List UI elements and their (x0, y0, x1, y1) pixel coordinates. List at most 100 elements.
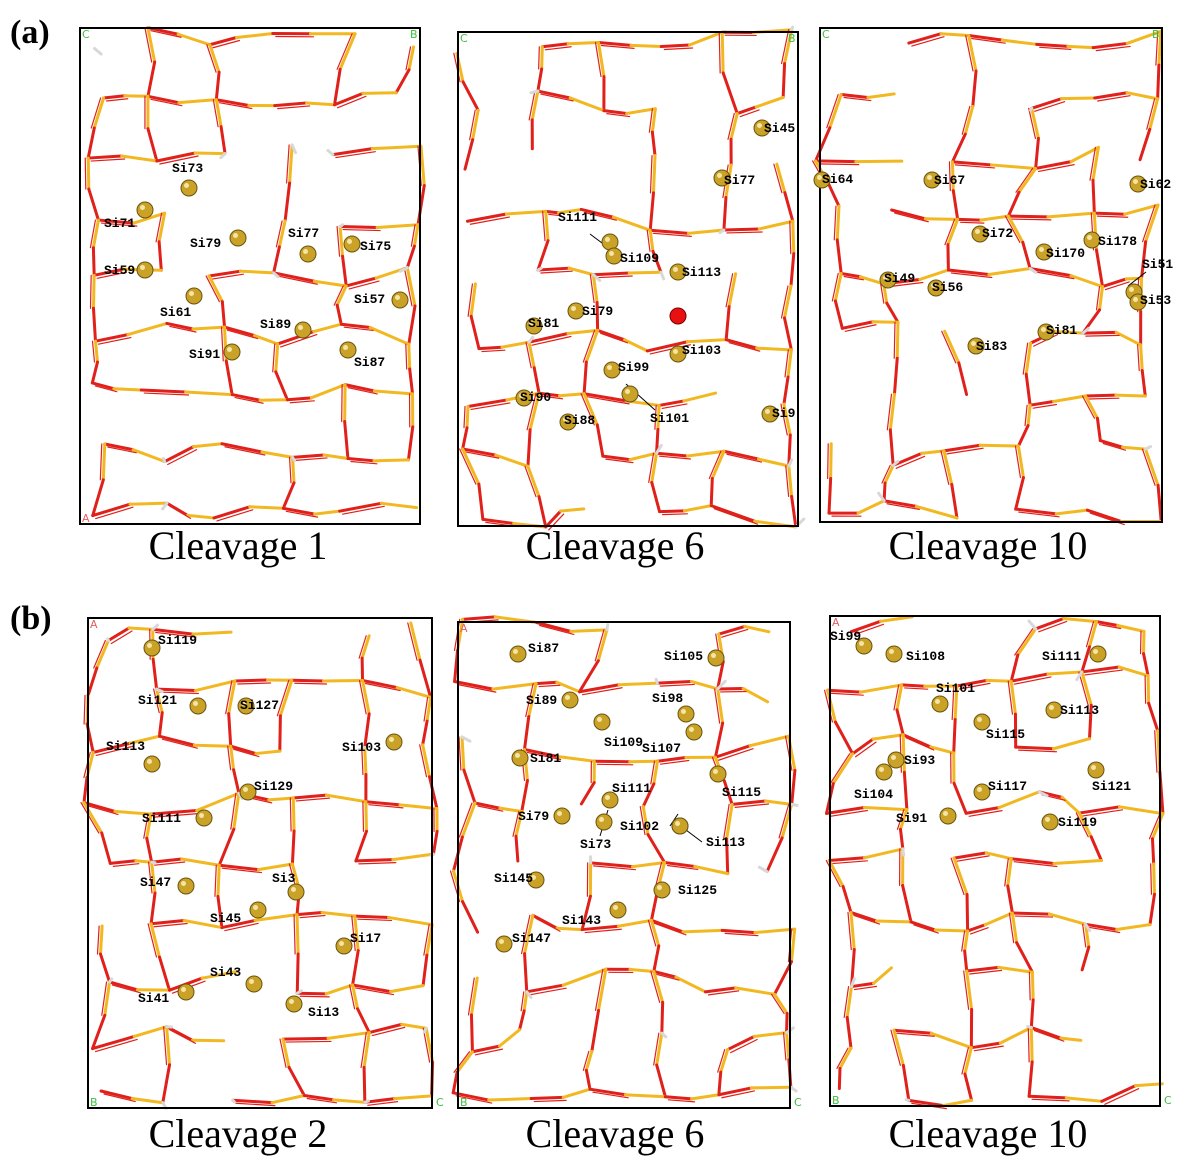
bond-line (146, 127, 159, 163)
bond-line (299, 914, 326, 919)
atom-highlight (1039, 247, 1044, 252)
bond-line (726, 231, 763, 234)
atom-highlight (241, 701, 246, 706)
bond-line (713, 721, 725, 759)
bond-line (1147, 701, 1160, 733)
bond-line (1084, 669, 1123, 676)
bond-line (856, 499, 886, 515)
bond-line (714, 688, 721, 724)
bond-line (782, 1032, 787, 1061)
silicon-atom (561, 691, 579, 709)
bond-line (913, 924, 939, 934)
bond-line (590, 1008, 601, 1053)
bond-line (1114, 330, 1143, 347)
bond-line (227, 679, 237, 716)
bond-line (341, 254, 348, 288)
bond-line (1146, 98, 1156, 130)
bond-line (1034, 101, 1066, 112)
bond-line (343, 420, 350, 460)
bond-network (80, 621, 439, 1110)
bond-line (1077, 811, 1093, 839)
bond-line (363, 1099, 370, 1104)
bond-line (1080, 945, 1091, 972)
bond-line (963, 949, 969, 973)
bond-line (654, 404, 657, 430)
bond-line (153, 688, 160, 714)
bond-line (791, 219, 796, 256)
bond-line (1026, 403, 1032, 428)
atom-label: Si90 (520, 390, 551, 405)
bond-line (688, 30, 724, 47)
bond-line (955, 678, 989, 688)
bond-line (217, 863, 260, 872)
bond-line (154, 861, 186, 866)
bond-line (283, 181, 292, 223)
bond-line (616, 918, 653, 928)
unit-cell-frame (87, 617, 433, 1109)
bond-line (91, 218, 100, 250)
bond-line (91, 741, 132, 754)
bond-line (422, 1026, 428, 1034)
bond-line (1046, 670, 1084, 676)
bond-line (893, 321, 896, 359)
bond-line (596, 763, 634, 766)
bond-line (835, 238, 843, 275)
bond-line (146, 94, 181, 105)
atom-label: Si101 (650, 411, 689, 426)
caption-b1: Cleavage 2 (148, 1111, 328, 1156)
bond-line (461, 900, 480, 934)
bond-line (555, 680, 582, 694)
bond-line (1017, 166, 1038, 194)
atom-label: Si109 (620, 251, 659, 266)
bond-line (1155, 30, 1159, 66)
atom-highlight (291, 887, 296, 892)
bond-line (661, 403, 688, 410)
bond-line (757, 219, 795, 231)
bond-line (741, 686, 770, 704)
bond-line (91, 340, 96, 363)
bond-line (182, 919, 224, 930)
bond-line (1081, 395, 1096, 419)
bond-line (594, 968, 604, 1011)
bond-line (730, 799, 768, 806)
bond-line (1014, 915, 1054, 918)
bond-line (840, 320, 875, 330)
silicon-atom (189, 697, 207, 715)
bond-line (339, 322, 372, 329)
bond-line (403, 267, 413, 307)
silicon-atom (385, 733, 403, 751)
bond-line (455, 1050, 474, 1074)
bond-line (1144, 675, 1147, 704)
atom-highlight (599, 817, 604, 822)
bond-line (658, 455, 692, 460)
bond-line (1143, 445, 1153, 451)
atom-label: Si115 (986, 727, 1025, 742)
bond-line (144, 27, 153, 63)
bond-line (238, 269, 276, 275)
bond-line (901, 733, 933, 749)
bond-line (126, 321, 169, 337)
bond-line (592, 759, 632, 764)
atom-label: Si147 (512, 931, 551, 946)
bond-line (773, 960, 793, 996)
bond-line (372, 458, 410, 463)
bond-line (1088, 926, 1121, 934)
silicon-atom (223, 343, 241, 361)
bond-line (782, 402, 792, 437)
bond-line (831, 272, 839, 302)
bond-network (824, 615, 1165, 1110)
atom-label: Si57 (354, 292, 385, 307)
bond-line (1089, 835, 1103, 862)
bond-line (1047, 912, 1088, 926)
bond-line (717, 748, 754, 761)
atom-label: Si75 (360, 239, 391, 254)
silicon-atom (931, 695, 949, 713)
bond-line (1024, 372, 1032, 407)
bond-line (722, 195, 728, 232)
bond-line (729, 112, 739, 141)
bond-line (161, 501, 169, 511)
bond-line (469, 314, 481, 351)
bond-line (407, 622, 418, 661)
bond-line (827, 476, 833, 515)
